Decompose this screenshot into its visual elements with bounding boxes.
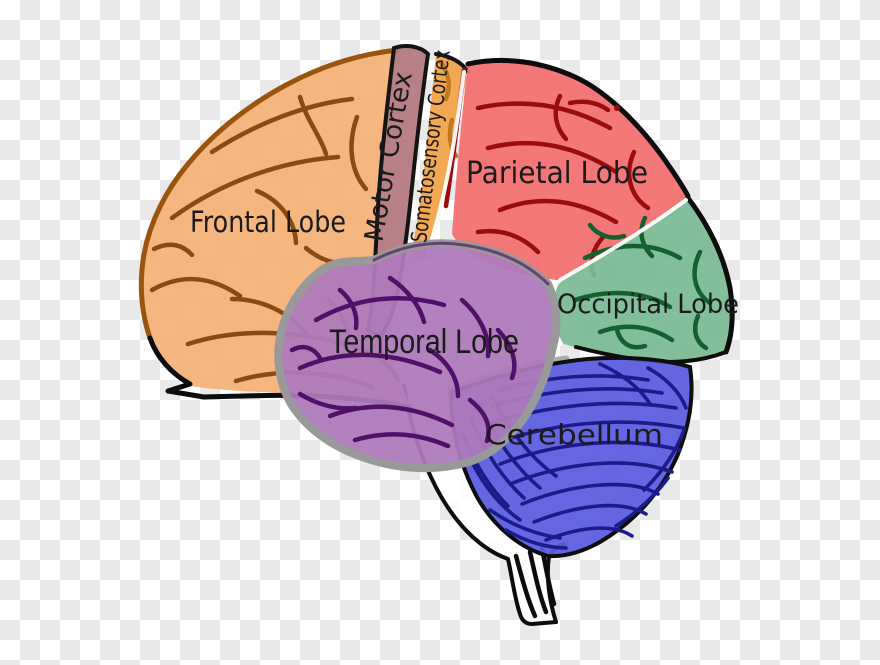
occipital-outline-right: [685, 195, 735, 355]
parietal-outline-top: [465, 57, 691, 199]
frontal-outline-top: [138, 47, 401, 341]
temporal-lobe: [274, 239, 561, 473]
occipital-lobe-shape: [552, 198, 733, 362]
parietal-dot: [614, 105, 620, 111]
temporal-sulci: [289, 275, 517, 449]
temporal-lobe-label: Temporal Lobe: [329, 323, 519, 361]
parietal-lobe-shape: [452, 60, 688, 281]
temporal-outline-top: [372, 241, 550, 286]
cerebellum-label: Cerebellum: [485, 418, 663, 451]
somatosensory-top-outline: [434, 52, 470, 74]
somatosensory-cortex-shape: [410, 54, 468, 260]
frontal-lobe-label: Frontal Lobe: [190, 205, 346, 239]
cerebellum-folds: [462, 362, 688, 550]
occipital-sulci: [572, 215, 713, 351]
occipital-lobe: [552, 195, 735, 364]
occipital-lobe-label: Occipital Lobe: [557, 289, 739, 320]
parietal-lobe-label: Parietal Lobe: [466, 156, 648, 191]
